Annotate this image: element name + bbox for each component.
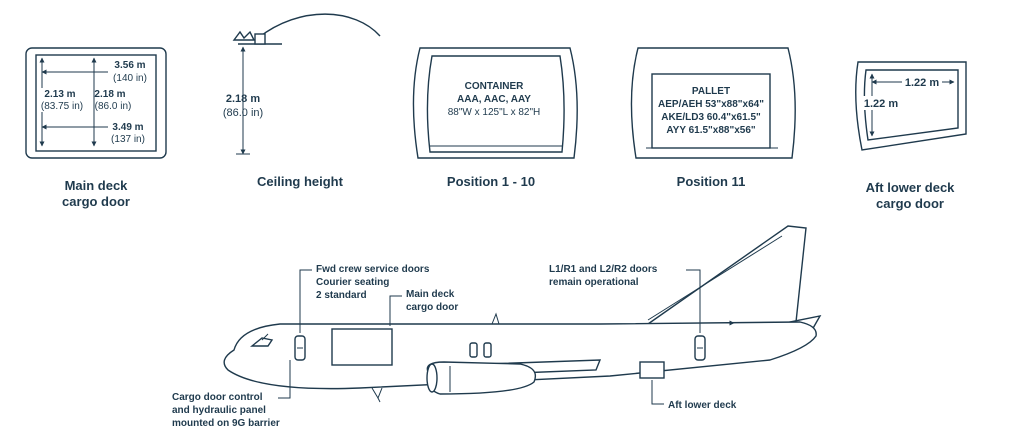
ceiling-height-label: 2.18 m (226, 93, 260, 105)
fwd-leader-line (299, 269, 312, 333)
pallet-row-2: AKE/LD3 60.4"x61.5" (661, 112, 761, 123)
main-door-caption-2: cargo door (62, 194, 130, 209)
hinge-block (254, 33, 266, 45)
top-width-label: 3.56 m (114, 60, 145, 71)
pallet-title: PALLET (692, 86, 730, 97)
container-outline (426, 55, 565, 153)
pallet-row-1: AEP/AEH 53"x88"x64" (658, 99, 764, 110)
callouts: Fwd crew service doors Courier seating 2… (172, 264, 737, 429)
l1-leader-line (686, 269, 701, 333)
left-label-bg (39, 88, 93, 112)
bottom-width-label: 3.49 m (112, 122, 143, 133)
main-cargo-door (331, 328, 393, 366)
l1-callout-2: remain operational (549, 277, 639, 288)
main-door-callout-2: cargo door (406, 302, 458, 313)
control-leader-line (278, 360, 291, 399)
aft-caption-1: Aft lower deck (866, 180, 956, 195)
vertical-tail (647, 225, 807, 325)
door-swing-arc (257, 13, 381, 39)
position-1-10-figure: CONTAINER AAA, AAC, AAY 88"W x 125"L x 8… (412, 47, 578, 189)
control-callout-2: and hydraulic panel (172, 405, 266, 416)
main-door-outer-frame (25, 47, 167, 159)
ceiling-height-figure: 2.18 m (86.0 in) Ceiling height (223, 13, 381, 189)
fuselage-section-outline (412, 47, 578, 159)
position-11-figure: PALLET AEP/AEH 53"x88"x64" AKE/LD3 60.4"… (630, 47, 796, 189)
belly-antenna-tip (377, 397, 381, 403)
main-deck-door-figure: 3.56 m (140 in) 2.13 m (83.75 in) 2.18 m… (25, 47, 167, 209)
bottom-label-bg (108, 120, 152, 146)
aft-lower-leader-line (651, 380, 664, 405)
overwing-exit-2 (483, 342, 492, 358)
center-height-in-label: (86.0 in) (95, 101, 132, 112)
pallet-row-3: AYY 61.5"x88"x56" (666, 125, 756, 136)
left-height-in-label: (83.75 in) (41, 101, 83, 112)
center-label-bg (96, 88, 136, 112)
cockpit-antenna (261, 333, 269, 341)
dorsal-antenna (491, 312, 500, 325)
hinge-mechanism (232, 30, 256, 41)
fuselage-section-outline-11 (630, 47, 796, 159)
aft-width-bg (902, 75, 942, 88)
aft-door-inner (863, 69, 959, 141)
left-height-label: 2.13 m (44, 89, 75, 100)
top-label-bg (108, 59, 152, 85)
aft-width-label: 1.22 m (905, 77, 939, 89)
cockpit-window (250, 337, 274, 347)
bottom-width-in-label: (137 in) (111, 134, 145, 145)
top-width-in-label: (140 in) (113, 73, 147, 84)
tail-strake (647, 235, 783, 321)
aft-lower-callout: Aft lower deck (668, 400, 737, 411)
fwd-callout-3: 2 standard (316, 290, 367, 301)
aft-door-outer (855, 61, 967, 151)
ceiling-height-in-label: (86.0 in) (223, 107, 263, 119)
aft-caption-2: cargo door (876, 196, 944, 211)
control-callout-3: mounted on 9G barrier (172, 418, 280, 429)
main-door-inner-frame (35, 54, 157, 152)
engine-inlet (426, 363, 438, 393)
aft-door-figure: 1.22 m 1.22 m Aft lower deck cargo door (855, 61, 967, 211)
container-dims: 88"W x 125"L x 82"H (448, 107, 541, 118)
aft-height-label: 1.22 m (864, 98, 898, 110)
control-callout-1: Cargo door control (172, 392, 263, 403)
container-title: CONTAINER (465, 81, 524, 92)
main-door-caption-1: Main deck (65, 178, 129, 193)
belly-antenna (371, 387, 383, 400)
aft-lower-door (639, 361, 665, 379)
main-door-callout-1: Main deck (406, 289, 455, 300)
fwd-callout-2: Courier seating (316, 277, 389, 288)
aircraft-side-view (223, 225, 822, 403)
fwd-callout-1: Fwd crew service doors (316, 264, 430, 275)
position-1-10-caption: Position 1 - 10 (447, 174, 535, 189)
engine-nacelle (426, 361, 537, 395)
l1-callout-1: L1/R1 and L2/R2 doors (549, 264, 658, 275)
position-11-caption: Position 11 (677, 174, 746, 189)
main-door-leader-line (389, 295, 402, 326)
aft-height-bg (862, 96, 902, 110)
overwing-exit-1 (469, 342, 478, 358)
ceiling-caption: Ceiling height (257, 174, 344, 189)
container-types: AAA, AAC, AAY (457, 94, 531, 105)
center-height-label: 2.18 m (94, 89, 125, 100)
